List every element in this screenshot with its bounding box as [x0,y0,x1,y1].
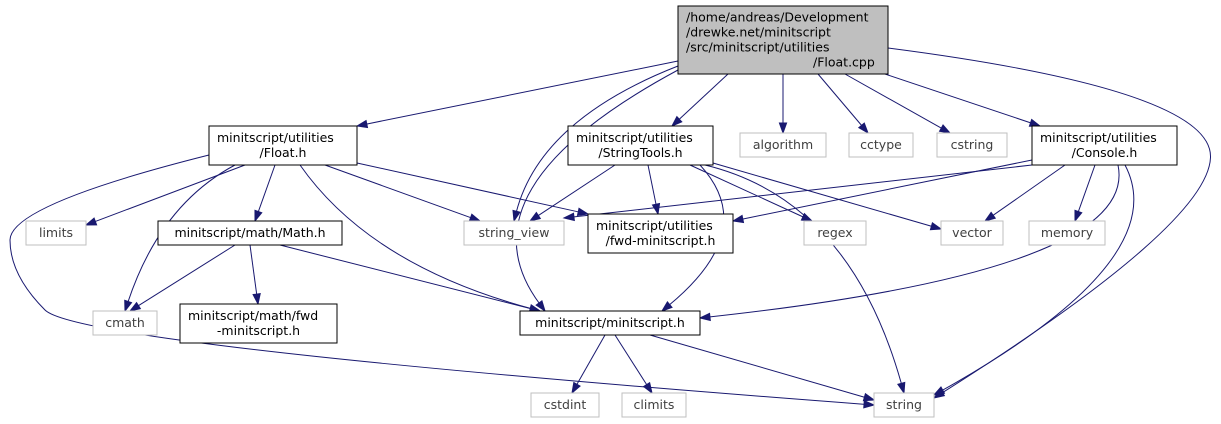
edge-console-h-to-string [932,164,1135,396]
node-label-line: limits [39,225,73,240]
node-label-line: minitscript/utilities [217,130,334,145]
node-box [25,220,87,246]
node-string: string [873,392,935,418]
edge-float-cpp-to-stringtools-h [670,73,729,128]
node-box [848,132,914,158]
nodes-layer: /home/andreas/Development/drewke.net/min… [25,5,1178,418]
node-string-view: string_view [463,220,565,246]
node-climits: climits [621,392,687,418]
node-label-line: vector [952,225,993,240]
node-label-line: minitscript/math/Math.h [174,225,325,240]
edge-float-h-to-cmath [124,164,236,313]
edge-minitscript-h-to-cstdint [571,334,606,395]
node-box [530,392,600,418]
node-box [179,303,338,344]
node-box [803,220,867,246]
node-cstring: cstring [936,132,1008,158]
node-label-line: /src/minitscript/utilities [686,40,829,55]
node-box [463,220,565,246]
node-label-line: algorithm [753,137,813,152]
node-box [1031,125,1178,166]
node-console-h[interactable]: minitscript/utilities/Console.h [1031,125,1178,166]
edge-float-cpp-to-console-h [884,73,1042,127]
edge-console-h-to-minitscript-h [698,164,1120,322]
node-float-h[interactable]: minitscript/utilities/Float.h [208,125,358,166]
node-label-line: memory [1041,225,1094,240]
node-label-line: cmath [105,315,145,330]
node-math-h[interactable]: minitscript/math/Math.h [157,220,343,246]
node-box [92,310,158,336]
edge-console-h-to-string-view [562,164,1033,222]
edge-float-h-to-limits [84,164,246,226]
edge-float-cpp-to-cctype [817,73,869,135]
node-algorithm: algorithm [739,132,827,158]
node-cmath: cmath [92,310,158,336]
edge-float-cpp-to-algorithm [778,74,788,135]
edge-stringtools-h-to-fwd-utilities [647,164,661,216]
node-box [936,132,1008,158]
node-box [940,220,1004,246]
node-memory: memory [1028,220,1106,246]
node-box [873,392,935,418]
node-box [587,213,734,254]
node-label-line: regex [817,225,852,240]
node-label-line: string_view [479,225,550,240]
edge-math-h-to-cmath [128,244,236,312]
edge-console-h-to-fwd-utilities [731,159,1033,224]
node-box [621,392,687,418]
node-box [208,125,358,166]
node-box [739,132,827,158]
node-box [677,5,889,75]
edge-float-cpp-to-minitscript-h [515,69,679,313]
node-label-line: string [886,397,922,412]
node-label-line: /home/andreas/Development [686,10,869,25]
node-label-line: minitscript/math/fwd [188,308,318,323]
node-label-line: /drewke.net/minitscript [686,25,831,40]
node-box [1028,220,1106,246]
node-label-line: minitscript/utilities [1040,130,1157,145]
node-stringtools-h[interactable]: minitscript/utilities/StringTools.h [567,125,714,166]
node-label-line: cstring [951,137,994,152]
node-label-line: /Console.h [1072,145,1138,160]
node-label-line: climits [634,397,675,412]
edge-math-h-to-fwd-math [249,244,261,306]
node-label-line: minitscript/utilities [596,218,713,233]
edge-float-cpp-to-float-h [355,60,679,129]
node-box [567,125,714,166]
node-label-line: cstdint [544,397,587,412]
node-cctype: cctype [848,132,914,158]
edge-stringtools-h-to-regex [689,164,814,222]
edge-minitscript-h-to-climits [614,334,653,395]
node-label-line: /Float.cpp [813,55,875,70]
node-label-line: -minitscript.h [217,323,300,338]
edge-stringtools-h-to-vector [712,162,943,231]
node-fwd-math[interactable]: minitscript/math/fwd-minitscript.h [179,303,338,344]
node-vector: vector [940,220,1004,246]
node-float-cpp[interactable]: /home/andreas/Development/drewke.net/min… [677,5,889,75]
node-label-line: cctype [860,137,902,152]
edge-float-cpp-to-cstring [844,73,952,134]
node-label-line: minitscript/utilities [576,130,693,145]
edge-console-h-to-memory [1074,164,1096,223]
edge-stringtools-h-to-string-view [528,164,616,222]
node-regex: regex [803,220,867,246]
node-label-line: /Float.h [260,145,307,160]
node-label-line: minitscript/minitscript.h [535,315,685,330]
node-limits: limits [25,220,87,246]
edge-console-h-to-vector [983,164,1066,222]
node-label-line: /fwd-minitscript.h [606,233,716,248]
node-box [519,310,701,336]
edge-minitscript-h-to-string [649,334,876,402]
node-fwd-utilities[interactable]: minitscript/utilities/fwd-minitscript.h [587,213,734,254]
node-minitscript-h[interactable]: minitscript/minitscript.h [519,310,701,336]
edge-float-h-to-fwd-utilities [356,162,590,216]
edge-float-h-to-math-h [254,164,276,223]
edge-stringtools-h-to-string [704,164,906,395]
edge-float-h-to-string [9,154,876,409]
node-cstdint: cstdint [530,392,600,418]
node-box [157,220,343,246]
node-label-line: /StringTools.h [598,145,682,160]
edge-math-h-to-minitscript-h [279,244,542,313]
